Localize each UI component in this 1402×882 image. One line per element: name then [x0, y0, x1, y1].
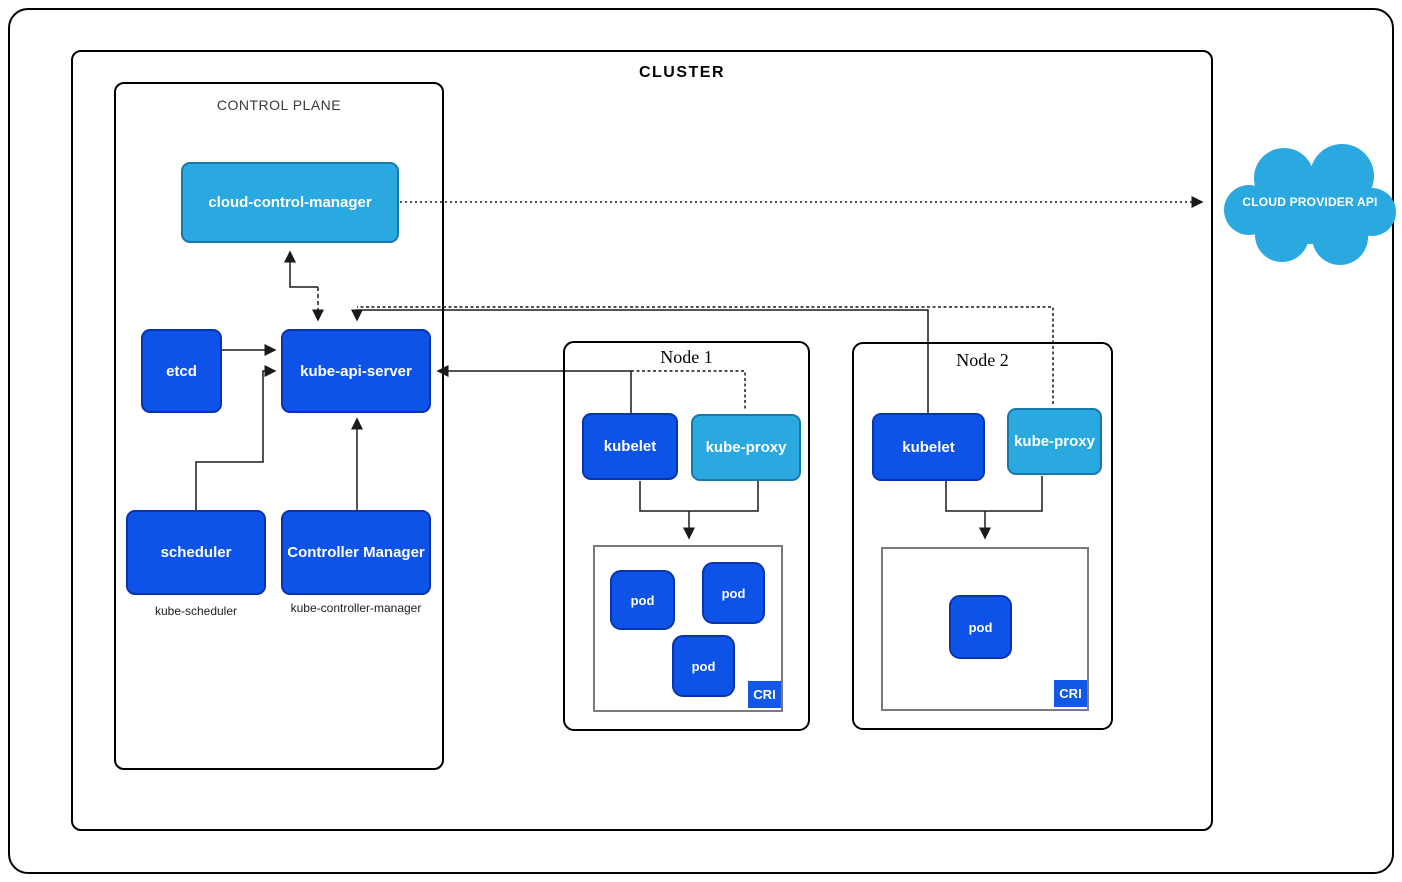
node2-pod: pod [949, 595, 1012, 659]
node2-group: Node 2 kubelet kube-proxy pod CRI [852, 342, 1113, 730]
node2-kube-proxy-label: kube-proxy [1014, 433, 1095, 450]
node1-cri-badge: CRI [748, 681, 781, 708]
cluster-frame [71, 50, 1213, 831]
control-plane-title: CONTROL PLANE [216, 97, 342, 113]
etcd-label: etcd [166, 362, 197, 380]
node1-pod-label: pod [691, 658, 716, 674]
node1-kube-proxy-box: kube-proxy [691, 414, 801, 481]
cloud-provider-api: CLOUD PROVIDER API [1222, 138, 1398, 268]
node1-title: Node 1 [660, 347, 713, 367]
scheduler-caption: kube-scheduler [154, 604, 238, 618]
kube-api-server-box: kube-api-server [281, 329, 431, 413]
kube-api-server-label: kube-api-server [300, 362, 412, 380]
control-plane-frame [114, 82, 444, 770]
cloud-control-manager-box: cloud-control-manager [181, 162, 399, 243]
node1-cri-container: pod pod pod CRI [593, 545, 783, 712]
node1-pod: pod [610, 570, 675, 630]
node2-cri-container: pod CRI [881, 547, 1089, 711]
cloud-control-manager-label: cloud-control-manager [208, 194, 372, 211]
node1-pod: pod [672, 635, 735, 697]
node1-kubelet-box: kubelet [582, 413, 678, 480]
node2-frame [852, 342, 1113, 730]
scheduler-box: scheduler [126, 510, 266, 595]
node1-pod-label: pod [630, 592, 655, 608]
controller-manager-caption: kube-controller-manager [290, 601, 422, 615]
node1-kube-proxy-label: kube-proxy [705, 439, 787, 456]
outer-frame [8, 8, 1394, 874]
node1-pod: pod [702, 562, 765, 624]
cluster-title: CLUSTER [638, 64, 726, 81]
controller-manager-box: Controller Manager [281, 510, 431, 595]
controller-manager-label: Controller Manager [287, 544, 425, 561]
node1-kubelet-label: kubelet [603, 438, 657, 455]
cloud-provider-api-label: CLOUD PROVIDER API [1242, 195, 1378, 209]
scheduler-label: scheduler [160, 544, 232, 561]
node1-frame [563, 341, 810, 731]
node2-kube-proxy-box: kube-proxy [1007, 408, 1102, 475]
etcd-box: etcd [141, 329, 222, 413]
node2-cri-badge: CRI [1054, 680, 1087, 707]
node2-kubelet-label: kubelet [902, 438, 955, 456]
node1-pod-label: pod [721, 585, 746, 601]
node2-pod-label: pod [968, 619, 993, 635]
node2-kubelet-box: kubelet [872, 413, 985, 481]
node2-title: Node 2 [956, 350, 1009, 370]
node1-group: Node 1 kubelet kube-proxy pod pod pod CR… [563, 341, 810, 731]
